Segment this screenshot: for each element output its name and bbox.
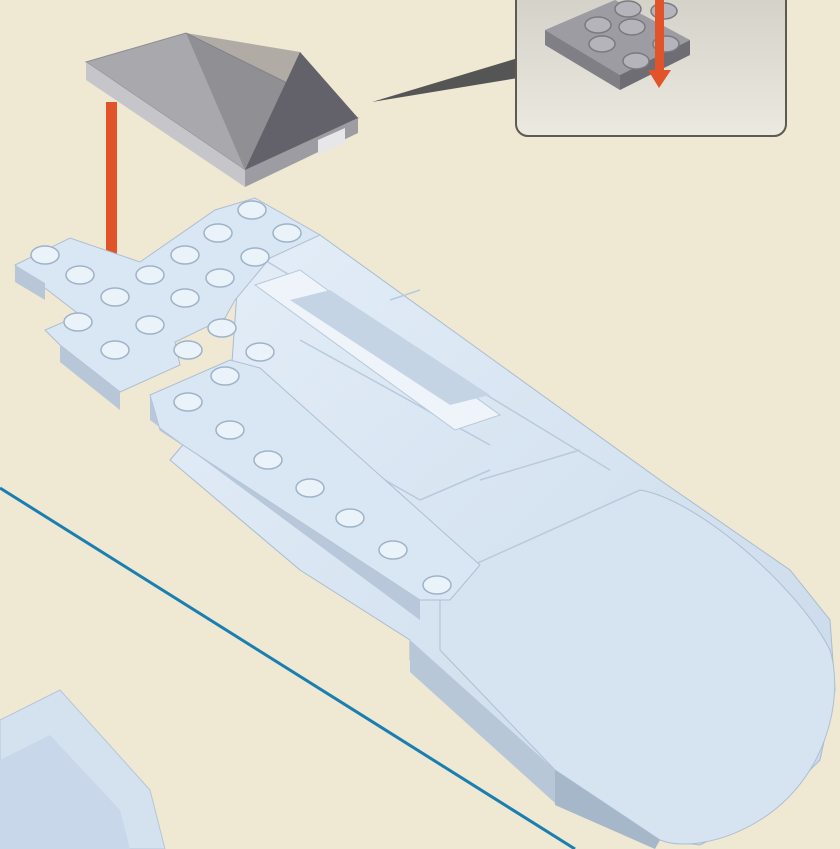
instruction-canvas xyxy=(0,0,840,849)
build-step-illustration xyxy=(0,0,840,849)
